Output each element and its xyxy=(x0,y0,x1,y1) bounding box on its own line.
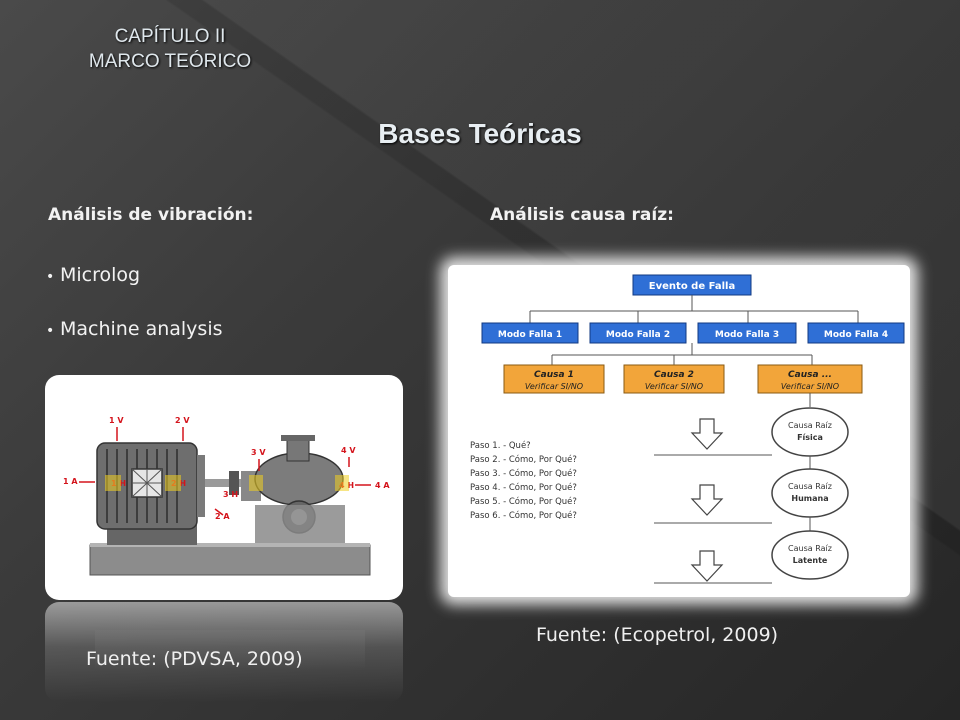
mode-box-3 xyxy=(697,322,797,344)
step-5: Paso 5. - Cómo, Por Qué? xyxy=(470,496,577,507)
label-4v: 4 V xyxy=(341,446,356,455)
arrow-down-icon xyxy=(690,418,724,450)
list-item-label: Machine analysis xyxy=(60,318,223,340)
mode-label-4: Modo Falla 4 xyxy=(824,330,888,340)
cause-label-2: Causa 2 xyxy=(654,370,694,380)
cause-check-1: Verificar SI/NO xyxy=(525,382,583,391)
mode-box-1 xyxy=(481,322,579,344)
cause-box-3 xyxy=(757,364,863,394)
label-2a: 2 A xyxy=(215,512,230,521)
step-2: Paso 2. - Cómo, Por Qué? xyxy=(470,454,577,465)
label-3h: 3 H xyxy=(223,490,238,499)
bullet-icon: • xyxy=(46,269,55,285)
chapter-heading: CAPÍTULO II MARCO TEÓRICO xyxy=(40,24,300,74)
label-1a: 1 A xyxy=(63,477,78,486)
root-physical xyxy=(771,407,849,457)
step-3: Paso 3. - Cómo, Por Qué? xyxy=(470,468,577,479)
figure-reflection xyxy=(45,602,403,702)
mode-box-2 xyxy=(589,322,687,344)
label-1v: 1 V xyxy=(109,416,124,425)
page-title: Bases Teóricas xyxy=(378,118,582,149)
root-cause-diagram: Evento de Falla Modo Falla 1 Modo Falla … xyxy=(448,265,910,597)
cause-check-3: Verificar SI/NO xyxy=(781,382,839,391)
event-label: Evento de Falla xyxy=(649,281,735,292)
arrow-down-icon xyxy=(690,550,724,582)
root-label-3b: Latente xyxy=(793,556,828,565)
root-latent xyxy=(771,530,849,580)
vibration-list: • Microlog • Machine analysis xyxy=(46,258,223,366)
pump-motor-drawing: 1 V 2 V 3 V 4 V 1 H 2 H 3 H 4 H 1 A 2 A … xyxy=(63,416,390,576)
list-item-label: Microlog xyxy=(60,264,141,286)
cause-box-2 xyxy=(623,364,725,394)
root-label-2a: Causa Raíz xyxy=(788,482,832,491)
mode-label-3: Modo Falla 3 xyxy=(715,330,779,340)
step-1: Paso 1. - Qué? xyxy=(470,440,531,451)
arrow-down-icon xyxy=(690,484,724,516)
chapter-title: MARCO TEÓRICO xyxy=(88,51,252,72)
mode-box-4 xyxy=(807,322,905,344)
reflection-shape xyxy=(95,630,365,670)
cause-box-1 xyxy=(503,364,605,394)
root-label-2b: Humana xyxy=(791,494,828,503)
cause-label-3: Causa ... xyxy=(788,370,832,380)
label-4a: 4 A xyxy=(375,481,390,490)
root-human xyxy=(771,468,849,518)
vibration-heading: Análisis de vibración: xyxy=(48,205,254,225)
chapter-number: CAPÍTULO II xyxy=(114,26,226,47)
label-2v: 2 V xyxy=(175,416,190,425)
bullet-icon: • xyxy=(46,323,55,339)
label-3v: 3 V xyxy=(251,448,266,457)
root-label-1b: Física xyxy=(797,433,823,442)
cause-check-2: Verificar SI/NO xyxy=(645,382,703,391)
source-pdvsa: Fuente: (PDVSA, 2009) xyxy=(86,648,303,670)
step-4: Paso 4. - Cómo, Por Qué? xyxy=(470,482,577,493)
step-6: Paso 6. - Cómo, Por Qué? xyxy=(470,510,577,521)
list-item: • Microlog xyxy=(46,258,223,312)
root-label-1a: Causa Raíz xyxy=(788,421,832,430)
root-label-3a: Causa Raíz xyxy=(788,544,832,553)
cause-label-1: Causa 1 xyxy=(534,370,574,380)
list-item: • Machine analysis xyxy=(46,312,223,366)
mode-label-1: Modo Falla 1 xyxy=(498,330,562,340)
root-cause-tree: Evento de Falla Modo Falla 1 Modo Falla … xyxy=(470,274,905,584)
root-cause-heading: Análisis causa raíz: xyxy=(490,205,674,225)
pump-motor-figure: 1 V 2 V 3 V 4 V 1 H 2 H 3 H 4 H 1 A 2 A … xyxy=(45,375,403,600)
mode-label-2: Modo Falla 2 xyxy=(606,330,670,340)
source-ecopetrol: Fuente: (Ecopetrol, 2009) xyxy=(536,624,779,646)
